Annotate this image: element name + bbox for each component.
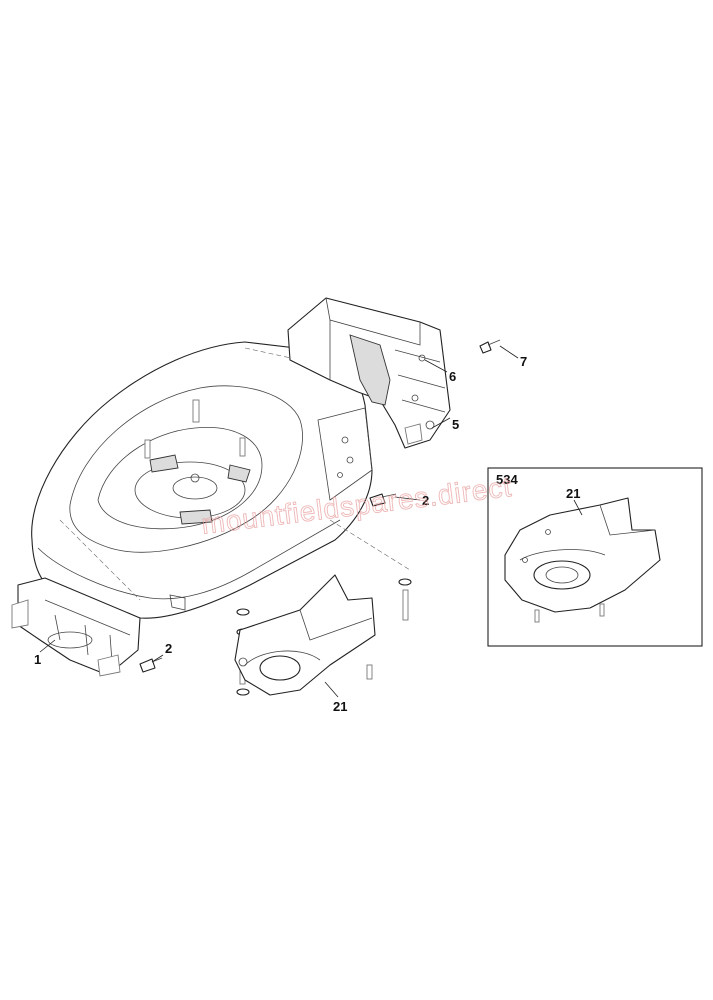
callout-7: 7 bbox=[520, 354, 527, 369]
bolt-part-2-upper bbox=[369, 493, 397, 507]
callout-6: 6 bbox=[449, 369, 456, 384]
bolt-part-2-lower bbox=[139, 657, 163, 673]
callout-5: 5 bbox=[452, 417, 459, 432]
callout-2-upper: 2 bbox=[422, 493, 429, 508]
inset-variant-534 bbox=[487, 467, 703, 647]
callout-2-lower: 2 bbox=[165, 641, 172, 656]
callout-21-main: 21 bbox=[333, 699, 347, 714]
rear-flap-part-1 bbox=[11, 577, 141, 677]
screw-part-7 bbox=[479, 339, 501, 354]
callout-534: 534 bbox=[496, 472, 518, 487]
mower-deck bbox=[31, 341, 411, 619]
deflector-part-21 bbox=[234, 574, 376, 696]
callout-21-inset: 21 bbox=[566, 486, 580, 501]
callout-1: 1 bbox=[34, 652, 41, 667]
grass-chute-part-5 bbox=[287, 297, 451, 449]
leader-lines bbox=[39, 345, 583, 698]
